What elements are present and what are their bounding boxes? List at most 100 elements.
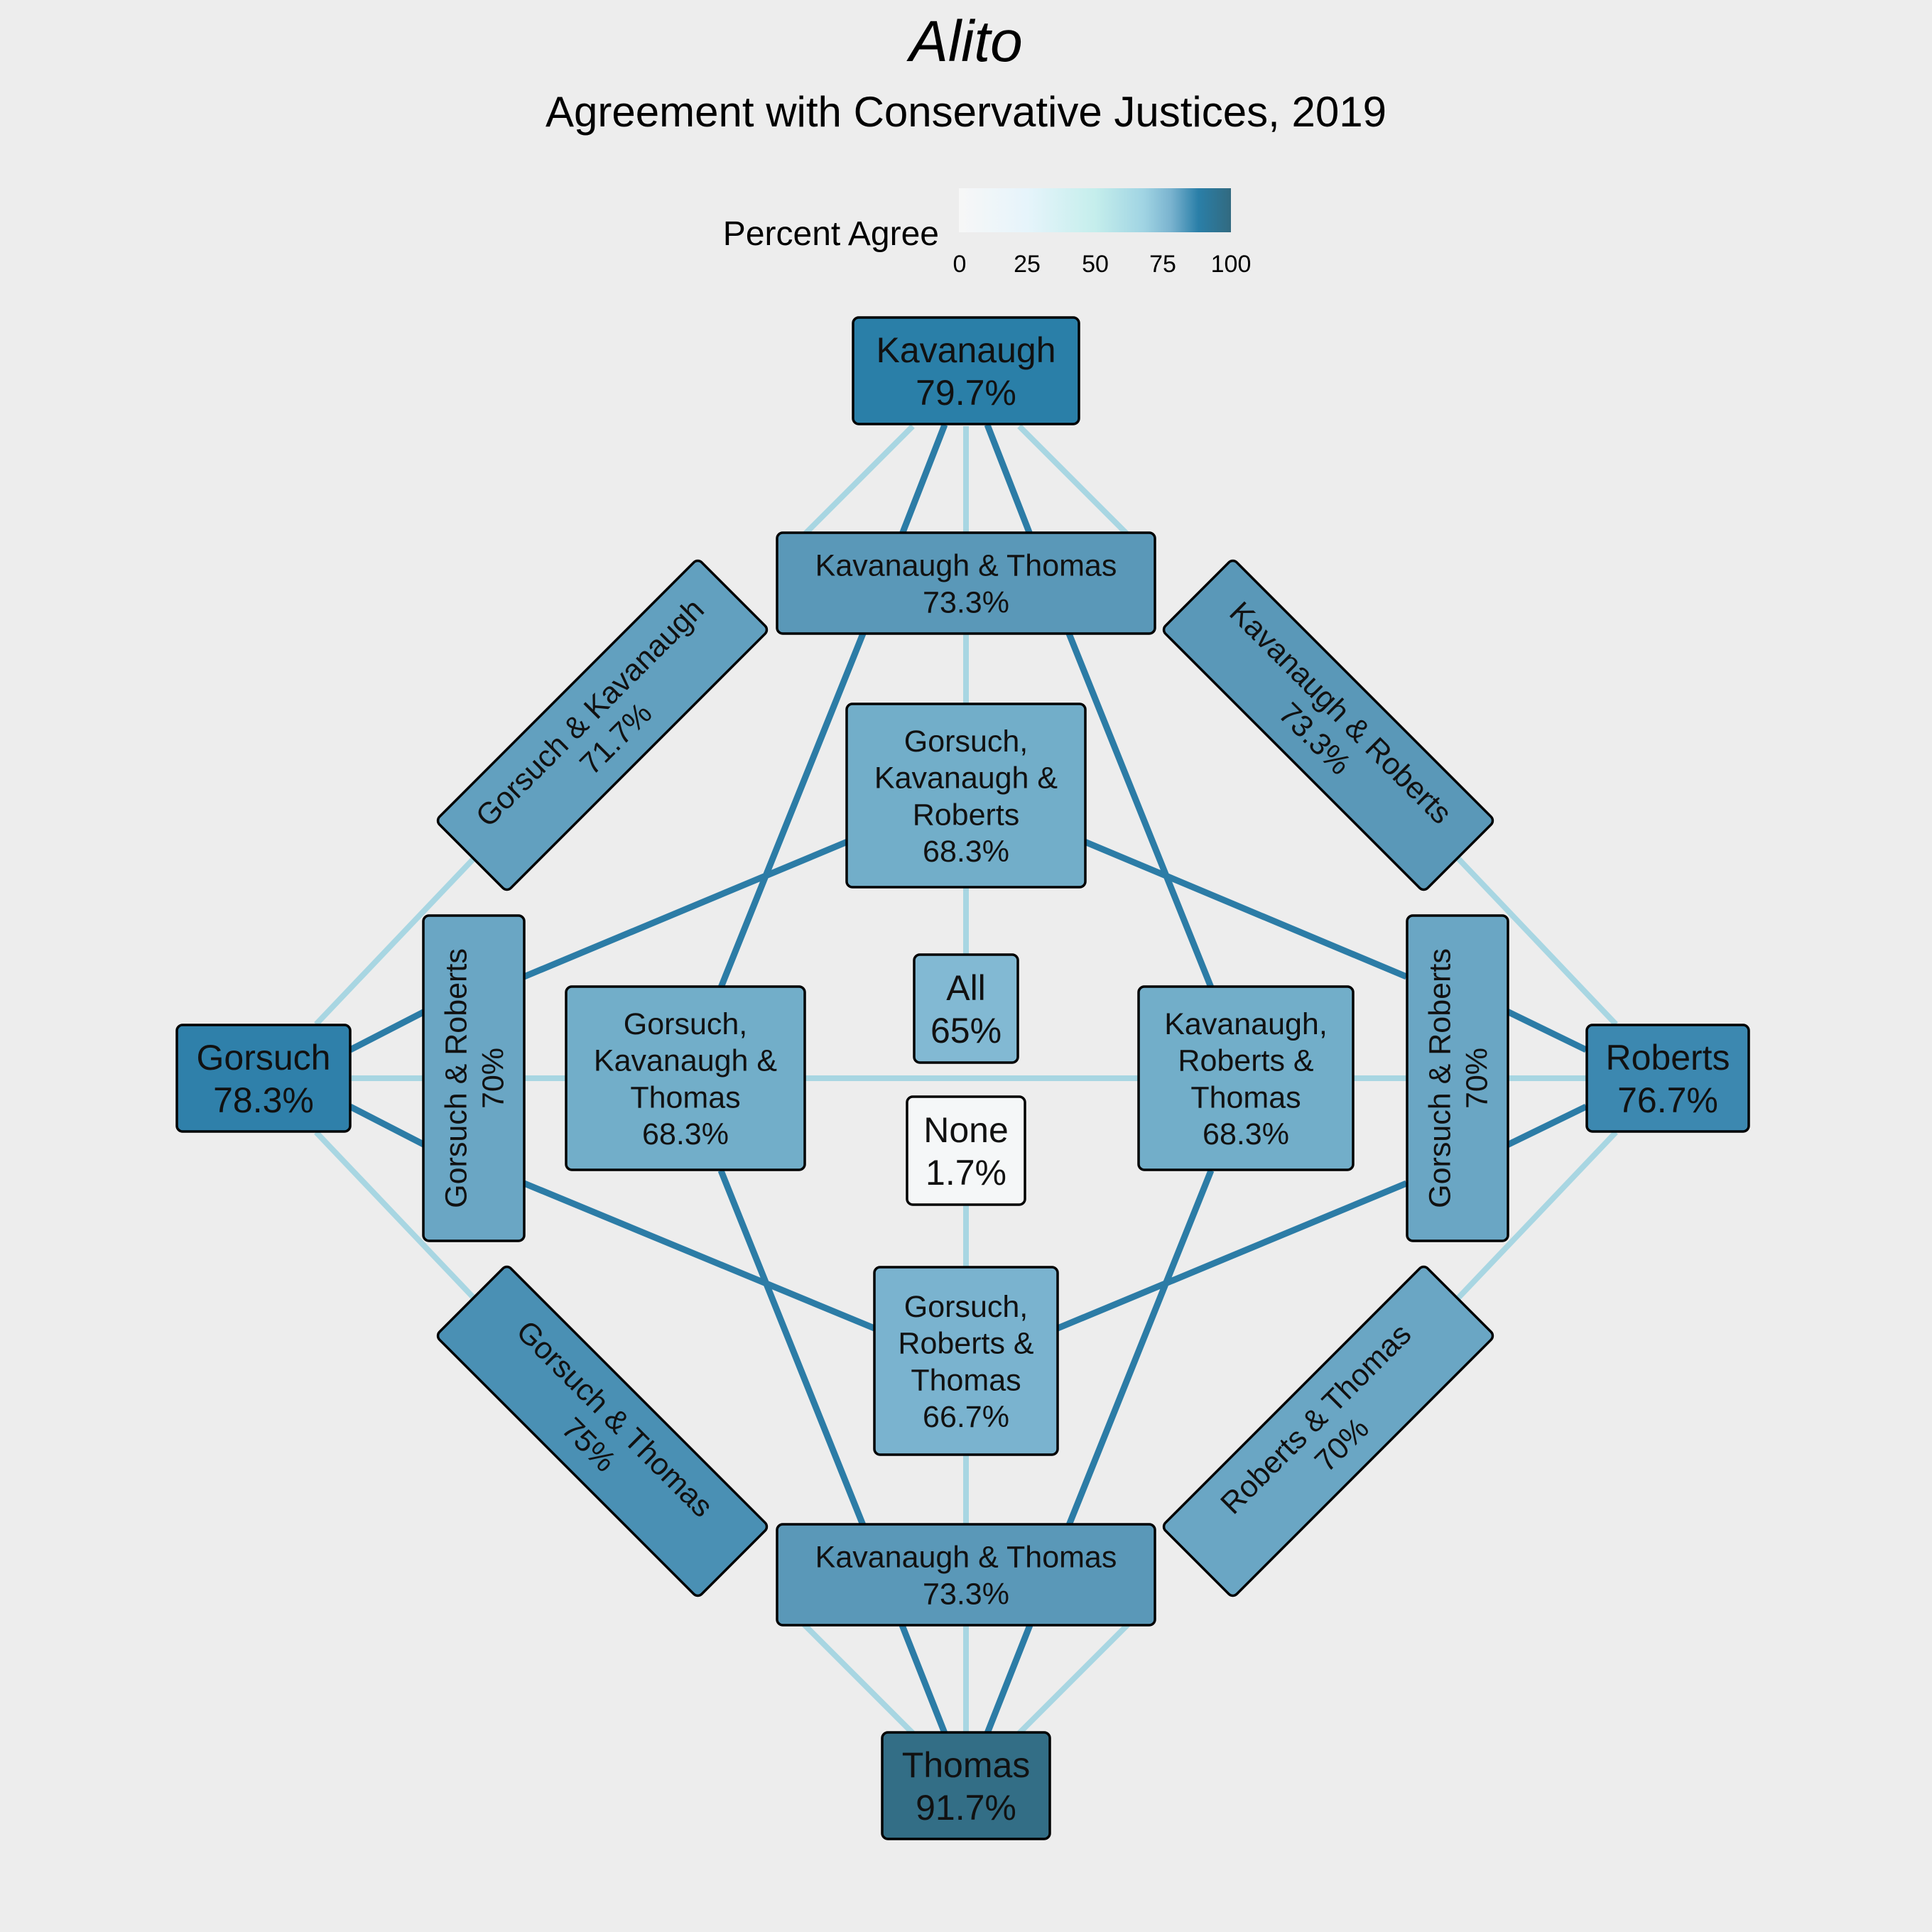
node-percent-gorsuch: 78.3% [213,1080,314,1120]
node-box-gor-kav-rob [845,702,1087,889]
node-box-gor-kav [436,559,769,891]
dark-connector-line-18 [984,1624,1033,1735]
node-box-thomas [881,1731,1051,1840]
dark-connector-line-25 [523,1180,876,1332]
node-label-gor-rob-left-0: Gorsuch & Roberts [440,948,474,1208]
dark-connector-line-24 [1083,838,1408,980]
node-box-kav-rob [1162,559,1494,891]
node-percent-thomas: 91.7% [916,1788,1016,1828]
light-connector-line-6 [1447,847,1618,1026]
node-box-kavanaugh [852,316,1080,425]
node-label-kav-rob-thomas-1: Roberts & [1178,1044,1314,1078]
dark-connector-line-23 [523,838,849,980]
legend-title: Percent Agree [723,215,939,253]
node-label-gor-rob-thomas-2: Thomas [911,1363,1021,1397]
node-label-gor-rob-right-0: Gorsuch & Roberts [1423,948,1458,1208]
dark-connector-line-22 [1506,1103,1588,1149]
node-label-kav-rob-thomas-2: Thomas [1190,1080,1301,1114]
dark-connector-line-12 [984,423,1033,536]
node-label-none-0: None [923,1110,1009,1150]
node-box-gor-rob-right [1406,914,1509,1242]
connector-lines [314,423,1618,1735]
node-label-gor-kav-thomas-2: Thomas [630,1080,740,1114]
node-percent-kav-rob-thomas: 68.3% [1203,1117,1289,1151]
node-box-kav-rob-thomas [1137,985,1355,1171]
light-connector-line-7 [1447,1130,1618,1310]
light-connector-line-5 [314,1130,485,1310]
node-percent-kav-thomas-bottom: 73.3% [923,1577,1009,1611]
node-label-thomas-0: Thomas [902,1745,1031,1785]
node-percent-kav-thomas-top: 73.3% [923,585,1009,619]
dark-connector-line-20 [348,1103,427,1149]
dark-connector-line-16 [1065,1169,1215,1526]
dark-connector-line-15 [717,1169,867,1526]
node-box-gor-kav-thomas [565,985,806,1171]
dark-connector-line-21 [1506,1008,1588,1053]
node-box-kav-thomas-top [776,531,1156,635]
node-box-kav-thomas-bottom [776,1523,1156,1627]
node-label-gor-kav-thomas-0: Gorsuch, [624,1007,747,1041]
node-label-kav-rob-thomas-0: Kavanaugh, [1164,1007,1328,1041]
legend-colorbar [959,188,1231,232]
dark-connector-line-19 [348,1008,427,1053]
node-label-gor-rob-thomas-0: Gorsuch, [904,1290,1028,1324]
legend-tick-0: 0 [953,251,967,278]
node-box-all [913,953,1019,1064]
node-box-none [906,1095,1026,1206]
node-box-gorsuch [175,1024,352,1133]
node-label-kavanaugh-0: Kavanaugh [876,330,1055,370]
light-connector-line-4 [314,847,485,1026]
node-box-gor-rob-thomas [873,1266,1059,1456]
node-label-gor-kav-rob-1: Kavanaugh & [874,761,1058,796]
node-percent-gor-rob-right: 70% [1460,1048,1494,1109]
node-percent-roberts: 76.7% [1617,1080,1718,1120]
dark-connector-line-11 [899,423,948,536]
node-percent-none: 1.7% [926,1153,1006,1193]
node-label-kav-thomas-bottom-0: Kavanaugh & Thomas [815,1541,1117,1575]
node-label-gor-kav-rob-2: Roberts [913,798,1020,832]
node-percent-gor-rob-left: 70% [476,1048,510,1109]
node-box-rob-thomas [1162,1265,1494,1597]
legend-tick-100: 100 [1211,251,1252,278]
node-percent-all: 65% [930,1011,1002,1051]
legend-tick-25: 25 [1014,251,1041,278]
node-percent-gor-kav-rob: 68.3% [923,835,1009,869]
chart-subtitle: Agreement with Conservative Justices, 20… [546,88,1386,136]
node-label-gor-rob-thomas-1: Roberts & [898,1327,1034,1361]
node-box-gor-thomas [436,1265,769,1597]
legend-tick-75: 75 [1149,251,1176,278]
node-label-gorsuch-0: Gorsuch [197,1038,331,1078]
color-legend: Percent Agree 0 25 50 75 100 [723,188,1252,278]
dark-connector-line-14 [1065,632,1215,989]
node-label-gor-kav-thomas-1: Kavanaugh & [594,1044,778,1078]
node-label-roberts-0: Roberts [1605,1038,1730,1078]
chart-title: Alito [906,9,1023,74]
node-percent-kavanaugh: 79.7% [916,373,1016,413]
dark-connector-line-26 [1056,1180,1408,1332]
node-box-gor-rob-left [422,914,526,1242]
node-percent-gor-rob-thomas: 66.7% [923,1400,1009,1434]
dark-connector-line-13 [717,632,867,989]
dark-connector-line-17 [899,1624,948,1735]
node-box-roberts [1585,1024,1750,1133]
node-percent-gor-kav-thomas: 68.3% [642,1117,729,1151]
legend-tick-50: 50 [1082,251,1109,278]
